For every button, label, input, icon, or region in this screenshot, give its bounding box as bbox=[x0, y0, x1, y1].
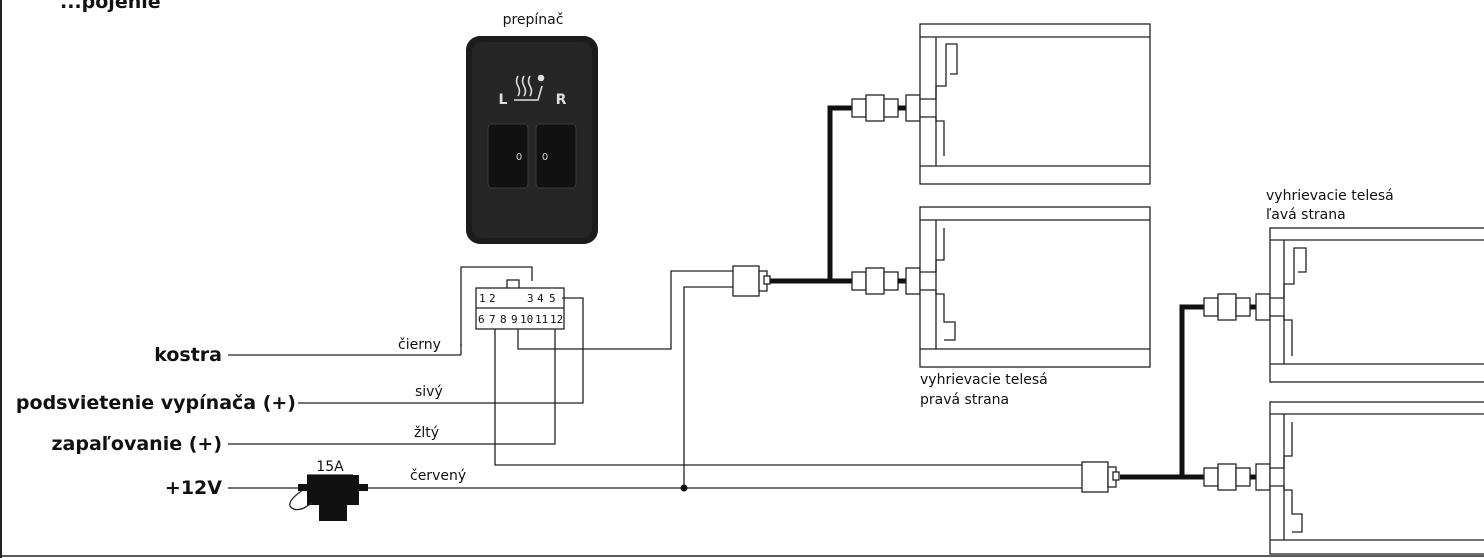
wire-label-black: čierny bbox=[398, 337, 441, 353]
heater-right-caption-2: pravá strana bbox=[920, 392, 1009, 408]
heater-pad-left-upper bbox=[1269, 227, 1484, 383]
fuse-loop-lead bbox=[289, 489, 313, 511]
heater-left-caption-1: vyhrievacie telesá bbox=[1266, 188, 1394, 204]
wire-label-gray: sivý bbox=[415, 384, 443, 400]
wire-yellow bbox=[228, 329, 556, 445]
fuse-15a: 15A bbox=[289, 459, 368, 521]
switch-right-letter: R bbox=[556, 92, 567, 108]
switch-face bbox=[472, 42, 592, 238]
pin-7: 7 bbox=[489, 313, 496, 326]
switch-connector: 1 2 3 4 5 6 7 8 9 10 11 12 bbox=[460, 266, 565, 346]
junction-dot bbox=[680, 484, 688, 492]
heater-left-caption-2: ľavá strana bbox=[1266, 207, 1346, 223]
pin-6: 6 bbox=[478, 313, 485, 326]
connector-hood-outline bbox=[460, 266, 533, 346]
label-podsvietenie: podsvietenie vypínača (+) bbox=[16, 392, 296, 414]
pin-2: 2 bbox=[489, 292, 496, 305]
pin-1: 1 bbox=[479, 292, 486, 305]
label-kostra: kostra bbox=[154, 344, 222, 366]
right-rocker bbox=[535, 123, 577, 189]
left-knob-label: 0 bbox=[516, 152, 522, 163]
pin-10: 10 bbox=[520, 313, 533, 326]
heater-pad-right-lower bbox=[919, 206, 1151, 368]
pin-3: 3 bbox=[527, 292, 534, 305]
harness-left-side bbox=[1081, 293, 1271, 493]
fuse-rating: 15A bbox=[316, 459, 344, 475]
wire-gray bbox=[298, 297, 584, 404]
label-zapalovanie: zapaľovanie (+) bbox=[52, 433, 223, 455]
fuse-base bbox=[319, 505, 347, 521]
pin-9: 9 bbox=[511, 313, 518, 326]
input-wires: kostra čierny podsvietenie vypínača (+) … bbox=[16, 297, 1082, 499]
heater-right-caption-1: vyhrievacie telesá bbox=[920, 372, 1048, 388]
pin-12: 12 bbox=[550, 313, 563, 326]
right-knob-label: 0 bbox=[542, 152, 548, 163]
heater-pad-right-upper bbox=[919, 23, 1151, 185]
harness-right-side bbox=[732, 94, 921, 297]
wire-label-yellow: žltý bbox=[414, 425, 439, 441]
switch-left-letter: L bbox=[499, 92, 508, 108]
seat-heater-switch: prepínač L R 0 0 bbox=[466, 12, 598, 244]
pin-8: 8 bbox=[500, 313, 507, 326]
left-rocker bbox=[487, 123, 529, 189]
pin-5: 5 bbox=[549, 292, 556, 305]
wire-label-red: červený bbox=[410, 468, 466, 484]
pin-4: 4 bbox=[537, 292, 544, 305]
seat-heat-icon bbox=[514, 74, 545, 101]
switch-caption: prepínač bbox=[503, 12, 564, 28]
fuse-body bbox=[307, 475, 359, 505]
heater-pad-left-lower bbox=[1269, 401, 1484, 555]
switch-output-wires bbox=[494, 270, 1082, 492]
title-fragment: ...pojenie bbox=[60, 0, 161, 13]
label-12v: +12V bbox=[165, 477, 222, 499]
pin-11: 11 bbox=[535, 313, 548, 326]
